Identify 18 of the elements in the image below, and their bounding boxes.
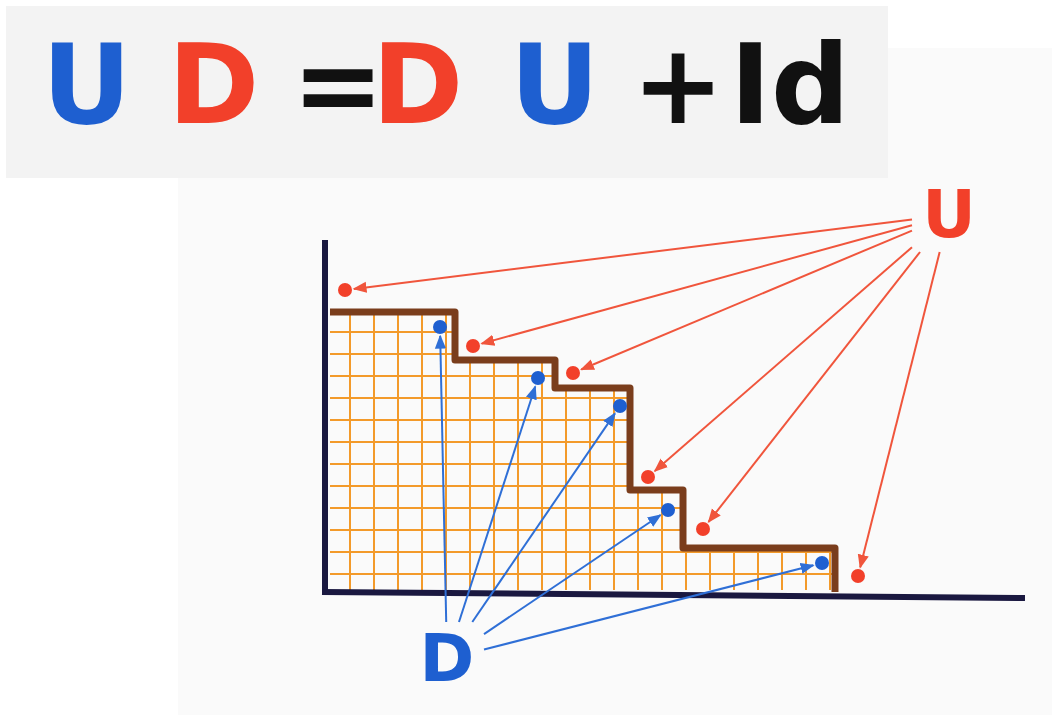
arrow <box>707 251 921 523</box>
arrow <box>580 229 913 371</box>
operator-label: D <box>410 622 484 696</box>
arrow <box>458 385 537 623</box>
equation-term: U <box>42 30 132 140</box>
equation-term: Id <box>730 30 850 140</box>
arrow <box>434 334 448 623</box>
arrow <box>471 412 616 623</box>
equation-term: + <box>632 30 725 140</box>
operator-label: U <box>912 178 986 252</box>
equation-term: U <box>510 30 600 140</box>
arrow <box>857 251 941 569</box>
arrow <box>483 514 662 636</box>
arrow <box>352 218 913 293</box>
arrow <box>653 246 913 473</box>
arrow <box>480 224 913 346</box>
arrow <box>483 562 815 651</box>
equation-term: D <box>168 30 260 140</box>
